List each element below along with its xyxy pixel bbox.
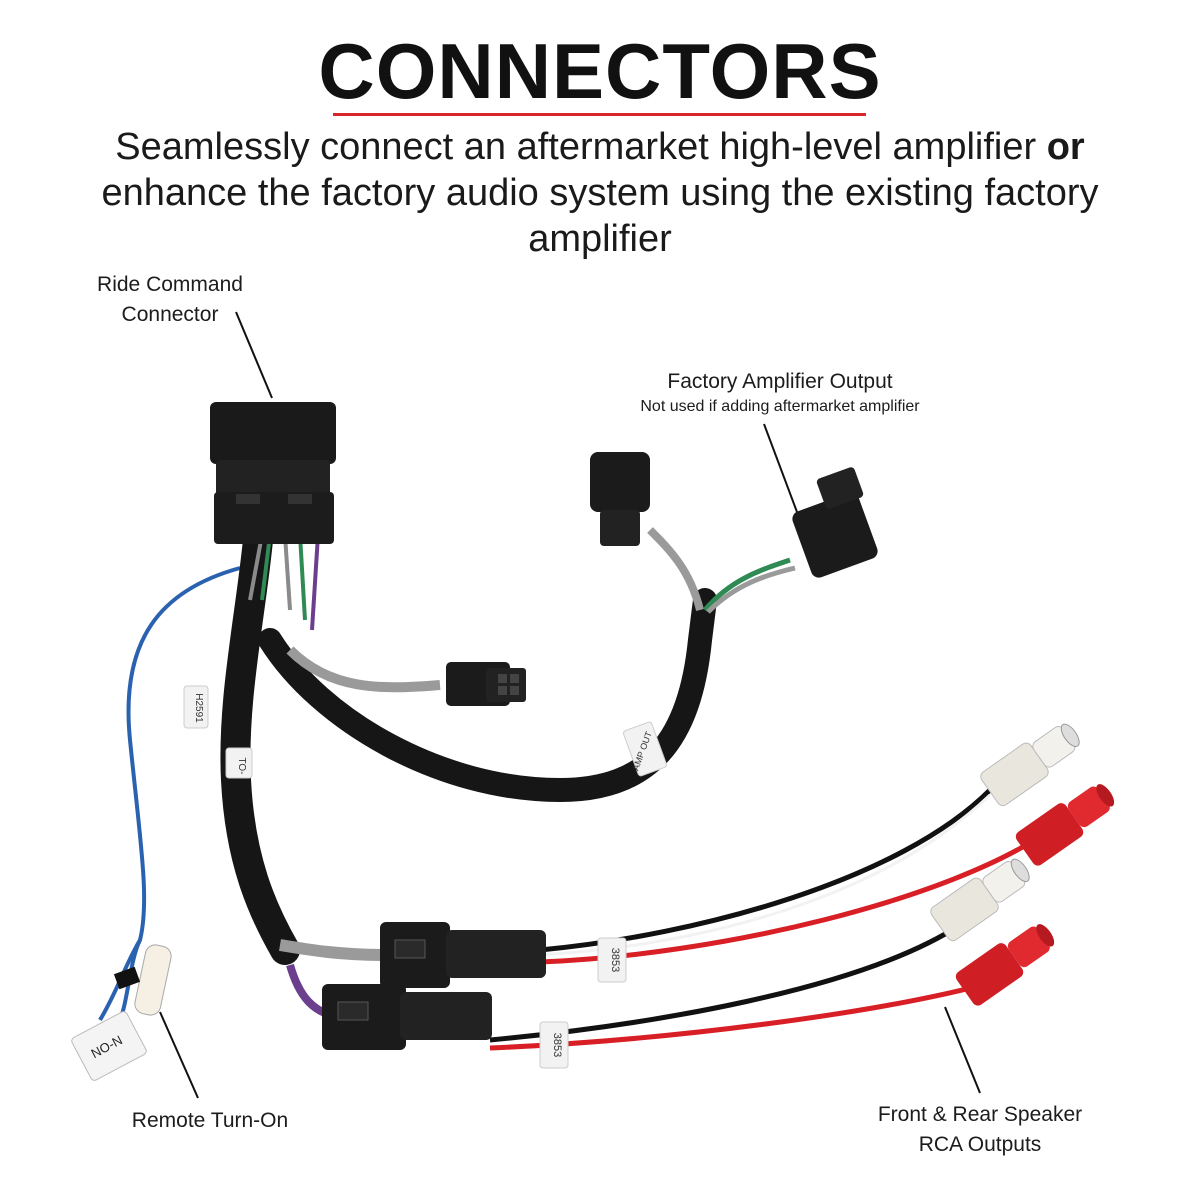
cable-label-c: 3853 — [609, 948, 621, 972]
callout-rca-outputs: Front & Rear Speaker RCA Outputs — [850, 1100, 1110, 1160]
page-title: CONNECTORS — [318, 27, 882, 115]
loop-cable — [258, 588, 717, 803]
subtitle: Seamlessly connect an aftermarket high-l… — [60, 124, 1140, 262]
rca-plug-white-2 — [930, 858, 1030, 942]
subtitle-part2: enhance the factory audio system using t… — [101, 172, 1099, 260]
callout-rca-line2: RCA Outputs — [918, 1133, 1042, 1156]
rca-plug-red-2 — [955, 924, 1055, 1006]
callout-ride-command-line1: Ride Command — [97, 273, 243, 296]
ride-command-connector — [210, 402, 336, 544]
callout-ride-command-line2: Connector — [121, 303, 219, 326]
factory-amp-connector-left — [590, 452, 650, 546]
callout-factory-amp-note: Not used if adding aftermarket amplifier — [640, 398, 920, 415]
subtitle-part1: Seamlessly connect an aftermarket high-l… — [115, 126, 1047, 168]
remote-connector: NO-N — [71, 944, 172, 1081]
cable-tags: H2591 TO- AMP OUT — [183, 685, 667, 779]
aux-connector — [446, 662, 526, 706]
factory-amp-connector-right — [792, 467, 878, 578]
callout-remote-turn-on: Remote Turn-On — [90, 1106, 330, 1136]
main-trunk — [220, 525, 300, 965]
callout-ride-command: Ride Command Connector — [70, 270, 270, 330]
cable-label-d: 3853 — [551, 1033, 563, 1057]
callout-factory-amp-title: Factory Amplifier Output — [667, 370, 893, 393]
callout-rca-line1: Front & Rear Speaker — [877, 1103, 1083, 1126]
cable-label-a: H2591 — [193, 693, 204, 723]
rca-harness-connector-lower — [322, 984, 492, 1050]
cable-label-b: TO- — [236, 757, 247, 774]
rca-plug-white-1 — [980, 723, 1080, 807]
title-underline — [333, 113, 866, 116]
rca-plug-red-1 — [1015, 784, 1115, 866]
pointer-lines — [159, 311, 981, 1099]
rca-harness-connector-upper — [380, 922, 546, 988]
subtitle-emphasis: or — [1046, 126, 1085, 168]
callout-factory-amp: Factory Amplifier Output Not used if add… — [560, 367, 1000, 417]
remote-wire — [118, 566, 241, 1021]
callout-remote-turn-on-label: Remote Turn-On — [131, 1109, 289, 1132]
